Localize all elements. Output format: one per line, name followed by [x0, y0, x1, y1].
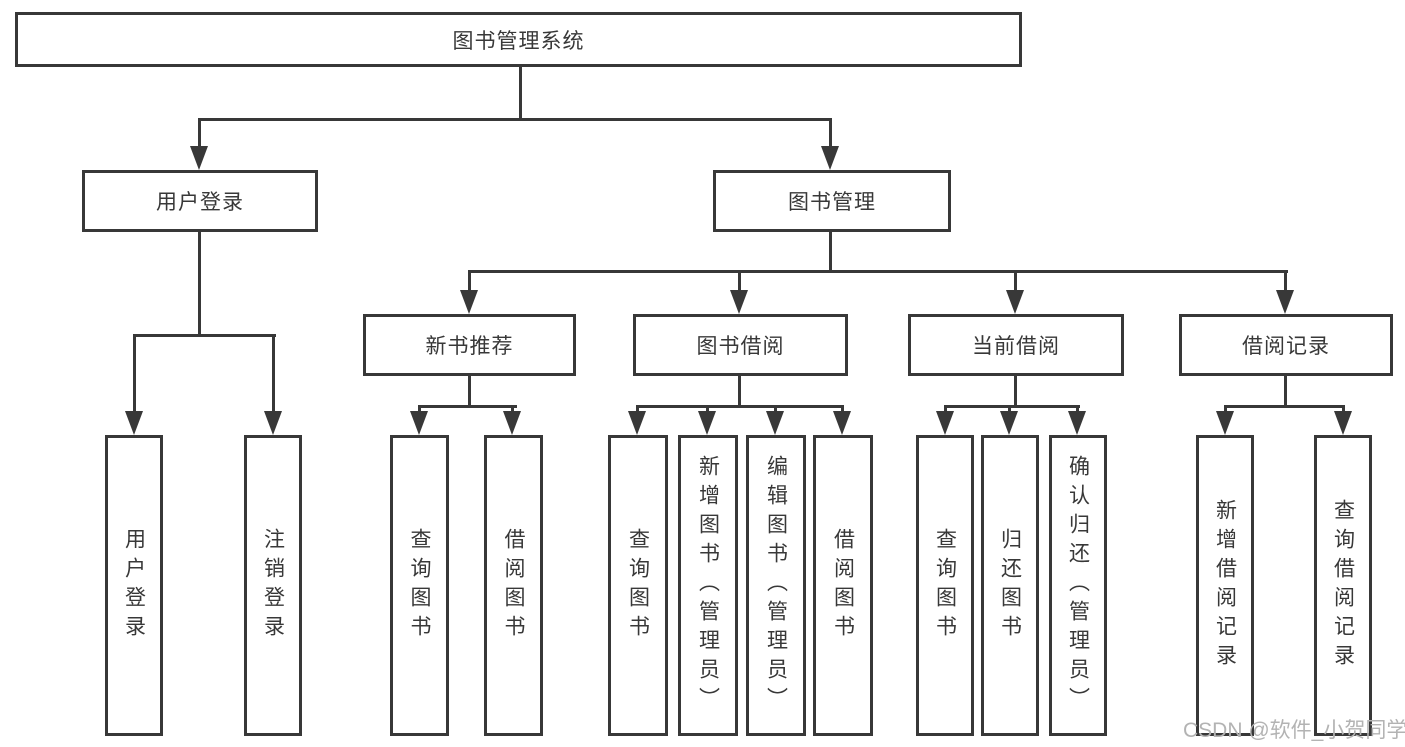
leaf-record-add-label: 新增借阅记录	[1213, 498, 1237, 673]
arrowhead-new-book	[460, 290, 478, 314]
leaf-borrow-add: 新增图书（管理员）	[678, 435, 738, 736]
arrowhead-nb-query	[410, 411, 428, 435]
connector-user-login-distributor	[133, 334, 276, 337]
leaf-newbook-query-label: 查询图书	[408, 527, 431, 644]
connector-new-book-distributor	[418, 405, 517, 408]
node-current-borrow-label: 当前借阅	[972, 335, 1060, 358]
leaf-current-return: 归还图书	[981, 435, 1039, 736]
connector-stem-br-add	[1224, 405, 1227, 413]
node-user-login-label: 用户登录	[156, 191, 244, 214]
leaf-newbook-borrow-label: 借阅图书	[502, 527, 525, 644]
node-new-book: 新书推荐	[363, 314, 576, 376]
connector-stem-nb-query	[418, 405, 421, 413]
arrowhead-book-borrow	[730, 290, 748, 314]
leaf-borrow-edit: 编辑图书（管理员）	[746, 435, 806, 736]
connector-stem-borrow-record	[1284, 270, 1287, 290]
connector-stem-bb-edit	[774, 405, 777, 413]
node-new-book-label: 新书推荐	[425, 335, 514, 358]
connector-stem-bb-borrow	[841, 405, 844, 413]
arrowhead-current-borrow	[1006, 290, 1024, 314]
connector-borrow-record-drop	[1284, 375, 1287, 408]
leaf-record-query: 查询借阅记录	[1314, 435, 1372, 736]
arrowhead-bb-query	[628, 411, 646, 435]
leaf-record-add: 新增借阅记录	[1196, 435, 1254, 736]
node-book-mgmt: 图书管理	[713, 170, 951, 232]
node-book-mgmt-label: 图书管理	[788, 191, 876, 214]
connector-stem-leaf-login	[133, 334, 136, 411]
arrowhead-bb-add	[698, 411, 716, 435]
connector-stem-book-mgmt	[829, 118, 832, 146]
leaf-borrow-query-label: 查询图书	[626, 527, 650, 644]
arrowhead-bb-edit	[766, 411, 784, 435]
leaf-record-query-label: 查询借阅记录	[1331, 498, 1355, 673]
arrowhead-book-mgmt	[821, 146, 839, 170]
arrowhead-bb-borrow	[833, 411, 851, 435]
node-borrow-record-label: 借阅记录	[1242, 335, 1330, 358]
leaf-borrow-add-label: 新增图书（管理员）	[696, 455, 720, 716]
connector-stem-nb-borrow	[511, 405, 514, 413]
node-book-borrow-label: 图书借阅	[696, 335, 785, 358]
connector-book-borrow-distributor	[636, 405, 844, 408]
leaf-user-login-label: 用户登录	[122, 527, 146, 644]
arrowhead-cb-return	[1000, 411, 1018, 435]
leaf-current-confirm-label: 确认归还（管理员）	[1066, 455, 1090, 716]
leaf-logout-label: 注销登录	[261, 527, 285, 644]
node-root: 图书管理系统	[15, 12, 1022, 67]
leaf-current-return-label: 归还图书	[998, 527, 1022, 644]
connector-stem-leaf-logout	[272, 334, 275, 411]
connector-level3-distributor	[468, 270, 1288, 273]
connector-stem-bb-add	[706, 405, 709, 413]
connector-book-borrow-drop	[738, 375, 741, 408]
connector-stem-user-login	[198, 118, 201, 146]
node-current-borrow: 当前借阅	[908, 314, 1124, 376]
leaf-borrow-borrow-label: 借阅图书	[831, 527, 855, 644]
leaf-current-query: 查询图书	[916, 435, 974, 736]
connector-current-borrow-drop	[1014, 375, 1017, 408]
connector-stem-br-query	[1342, 405, 1345, 413]
arrowhead-borrow-record	[1276, 290, 1294, 314]
node-book-borrow: 图书借阅	[633, 314, 848, 376]
connector-stem-cb-query	[944, 405, 947, 413]
connector-stem-cb-confirm	[1076, 405, 1079, 413]
arrowhead-user-login	[190, 146, 208, 170]
leaf-logout: 注销登录	[244, 435, 302, 736]
leaf-borrow-query: 查询图书	[608, 435, 668, 736]
connector-root-drop	[519, 65, 522, 121]
connector-user-login-drop	[198, 231, 201, 337]
leaf-user-login: 用户登录	[105, 435, 163, 736]
connector-stem-new-book	[468, 270, 471, 290]
connector-new-book-drop	[468, 375, 471, 408]
node-borrow-record: 借阅记录	[1179, 314, 1393, 376]
arrowhead-br-query	[1334, 411, 1352, 435]
leaf-newbook-query: 查询图书	[390, 435, 449, 736]
leaf-borrow-borrow: 借阅图书	[813, 435, 873, 736]
node-root-label: 图书管理系统	[452, 29, 585, 53]
connector-level1-distributor	[198, 118, 832, 121]
connector-stem-current-borrow	[1014, 270, 1017, 290]
connector-stem-book-borrow	[738, 270, 741, 290]
leaf-current-confirm: 确认归还（管理员）	[1049, 435, 1107, 736]
arrowhead-br-add	[1216, 411, 1234, 435]
leaf-newbook-borrow: 借阅图书	[484, 435, 543, 736]
connector-borrow-record-distributor	[1224, 405, 1345, 408]
connector-book-mgmt-drop	[829, 231, 832, 273]
arrowhead-cb-confirm	[1068, 411, 1086, 435]
node-user-login: 用户登录	[82, 170, 318, 232]
connector-stem-cb-return	[1008, 405, 1011, 413]
leaf-current-query-label: 查询图书	[933, 527, 957, 644]
connector-stem-bb-query	[636, 405, 639, 413]
arrowhead-cb-query	[936, 411, 954, 435]
leaf-borrow-edit-label: 编辑图书（管理员）	[764, 455, 788, 716]
csdn-watermark: CSDN @软件_小贺同学	[1183, 719, 1405, 742]
arrowhead-nb-borrow	[503, 411, 521, 435]
arrowhead-leaf-logout	[264, 411, 282, 435]
connector-current-borrow-distributor	[944, 405, 1080, 408]
arrowhead-leaf-login	[125, 411, 143, 435]
